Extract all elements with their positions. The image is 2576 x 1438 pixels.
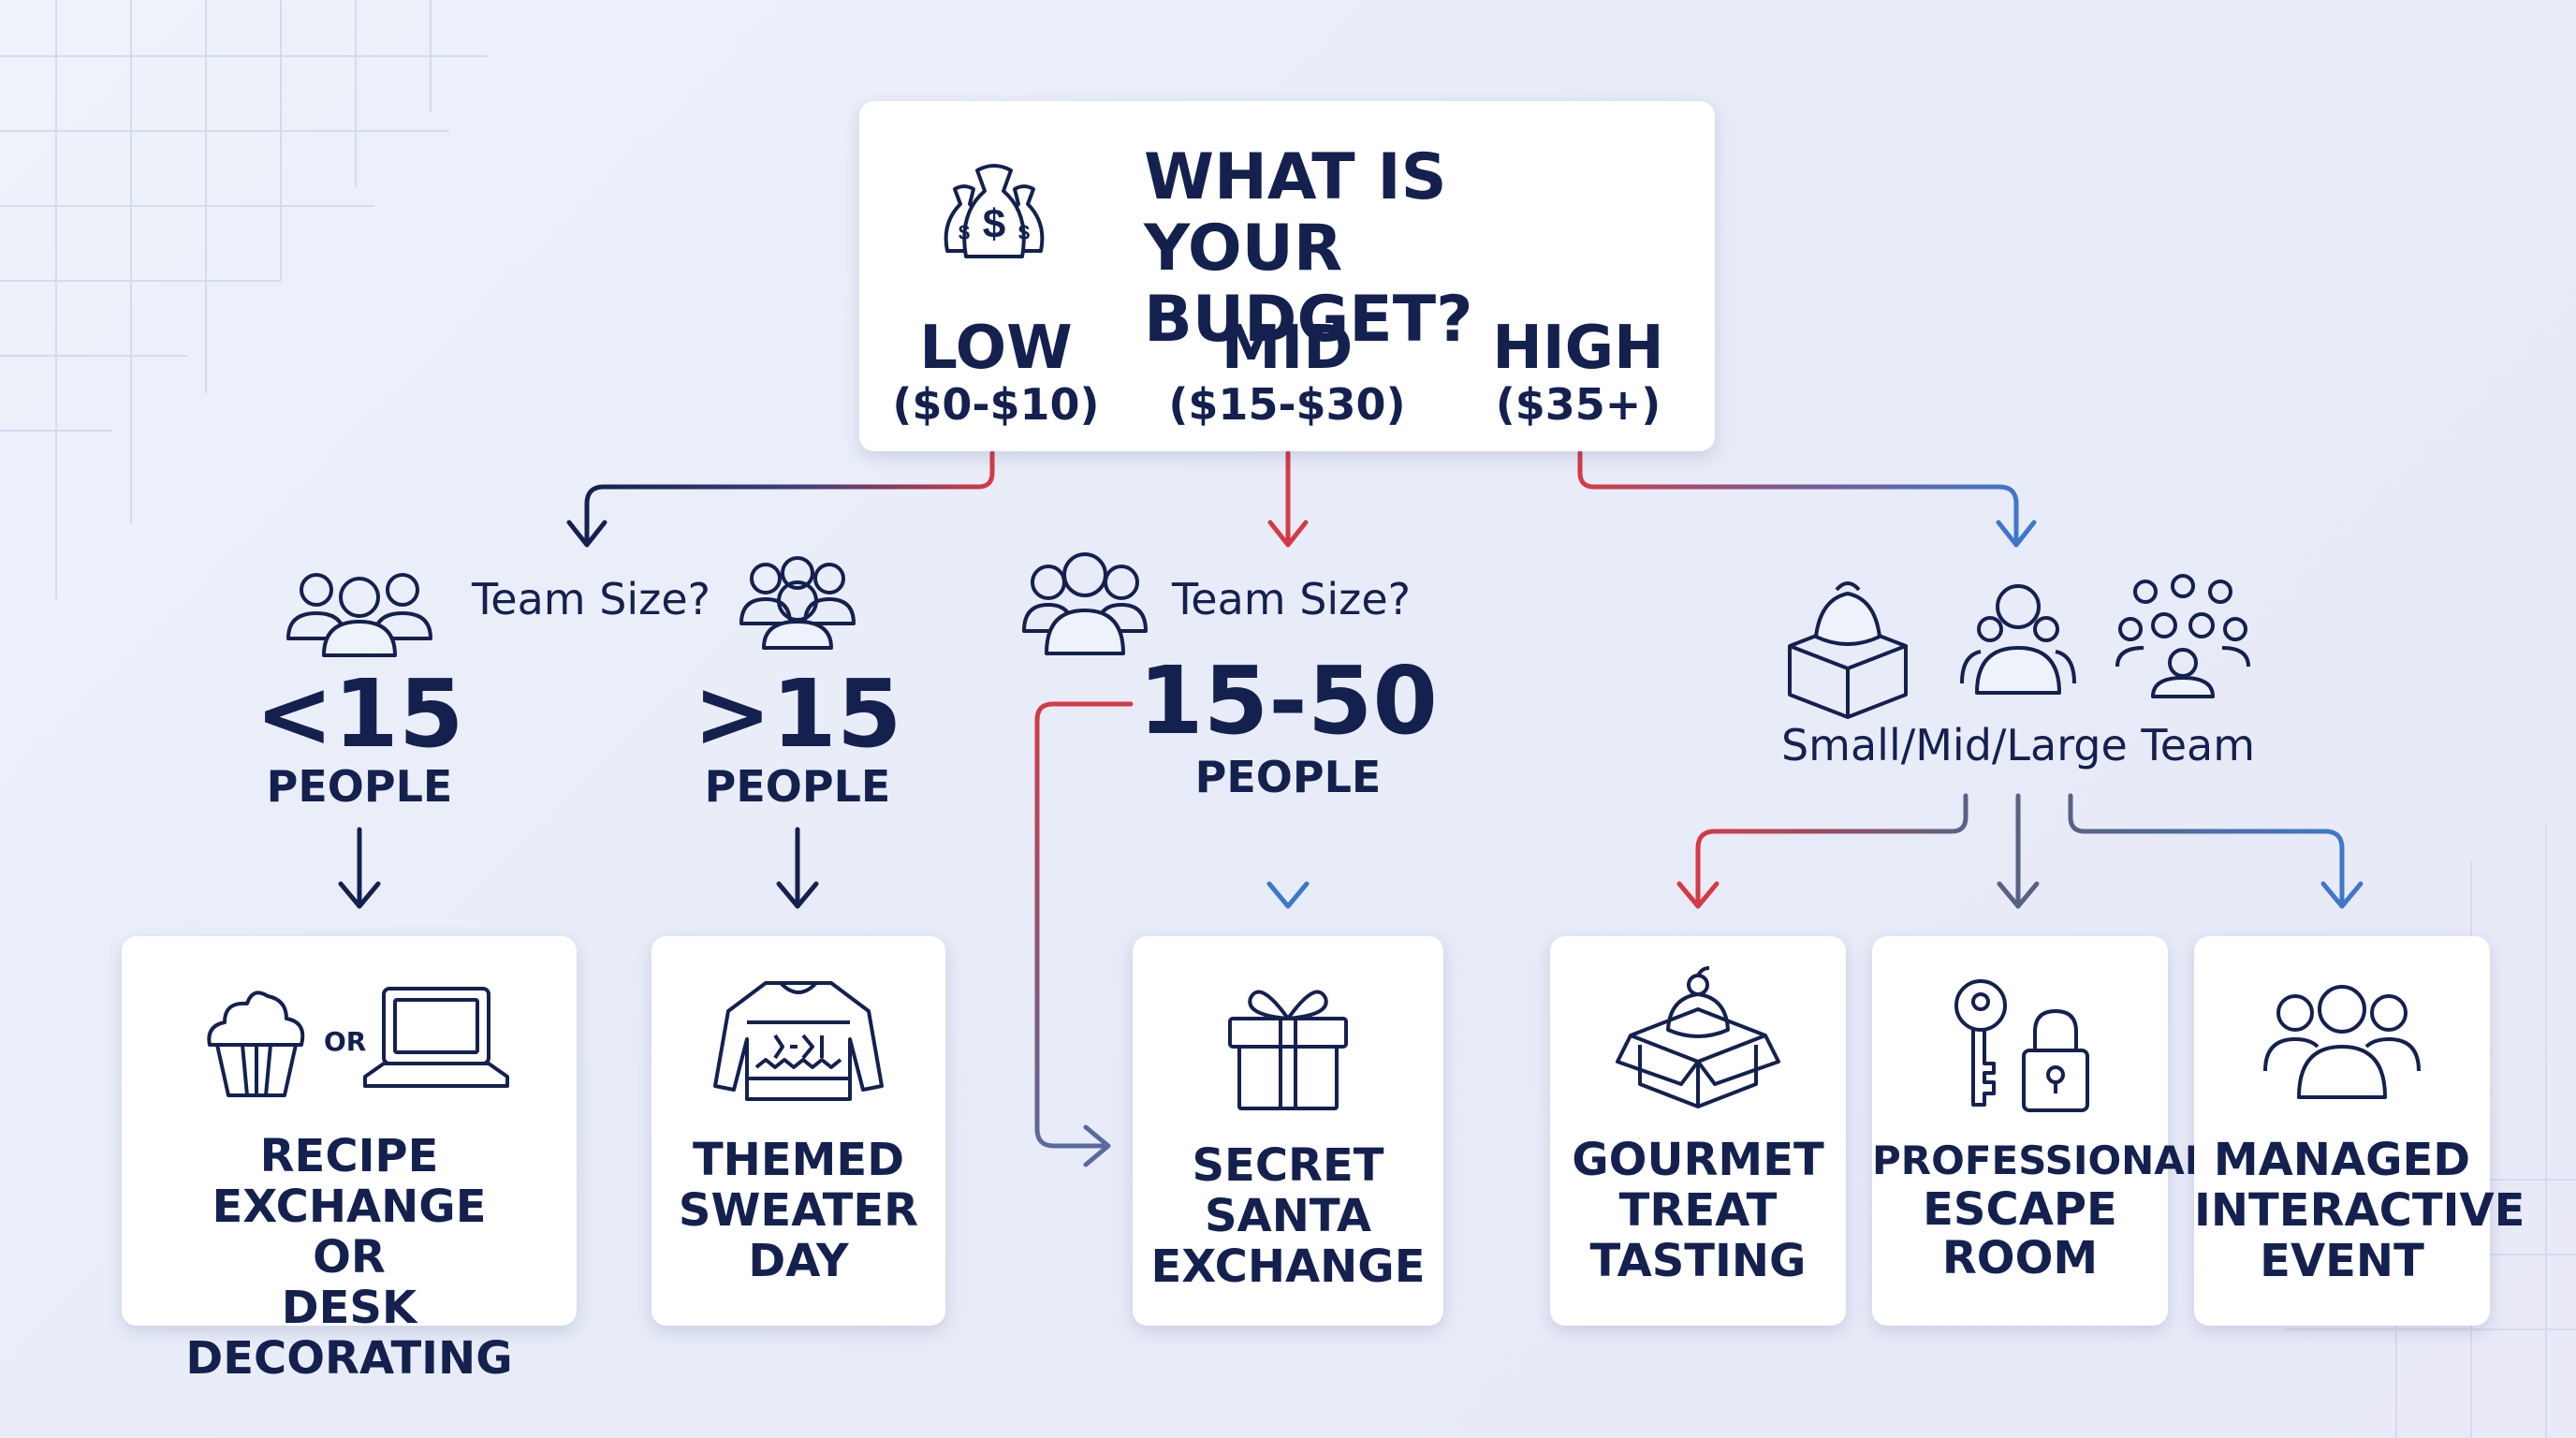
tier-low-name: LOW [919,314,1073,383]
arrow-escape [1997,793,2040,909]
outcome-line: MANAGED [2213,1134,2471,1186]
outcome-card-escape-room: PROFESSIONAL ESCAPE ROOM [1872,936,2210,1326]
tier-high-range: ($35+) [1495,379,1661,430]
outcome-line: THEMED [692,1134,905,1186]
team-icon [2263,985,2421,1099]
arrow-low-branch [566,450,995,548]
team-size-value: <15 [255,659,464,769]
outcome-card-secret-santa: SECRET SANTA EXCHANGE [1133,936,1443,1326]
team-size-question: Team Size? [472,574,711,624]
svg-text:$: $ [1018,221,1030,244]
people-group-icon [1022,552,1148,655]
gift-icon [1228,990,1348,1110]
treat-box-icon [1616,966,1780,1108]
outcome-line: PROFESSIONAL [1872,1137,2210,1183]
outcome-title: THEMED SWEATER DAY [651,1135,945,1286]
team-size-unit: PEOPLE [266,761,453,812]
people-team-icon [1960,584,2076,695]
tier-low-range: ($0-$10) [892,379,1100,430]
outcome-line: SECRET [1192,1139,1384,1192]
svg-text:$: $ [959,221,970,244]
outcome-line: OR [313,1231,386,1284]
outcome-title: GOURMET TREAT TASTING [1550,1135,1846,1286]
outcome-card-recipe-exchange: OR RECIPE EXCHANGE OR DESK DECORATING [122,936,577,1384]
outcome-card-gourmet-tasting: GOURMET TREAT TASTING [1550,936,1846,1326]
money-bags-icon: $ $ $ [944,164,1045,258]
outcome-line: ESCAPE [1923,1183,2117,1236]
outcome-title: RECIPE EXCHANGE OR DESK DECORATING [122,1131,577,1384]
arrow-high-branch [1577,450,2037,548]
arrow-small-team [338,827,381,909]
tier-mid-range: ($15-$30) [1168,379,1406,430]
outcome-line: SWEATER [678,1184,919,1237]
sweater-icon [713,981,884,1101]
team-size-unit: PEOPLE [1194,752,1382,802]
arrow-managed [2068,793,2364,909]
arrow-gourmet [1676,793,1969,909]
arrow-mid-branch [1267,450,1309,548]
budget-question: WHAT IS YOUR BUDGET? [1144,140,1473,357]
cupcake-icon [207,990,305,1097]
arrow-mid-team [1266,821,1310,909]
outcome-line: TREAT [1618,1184,1778,1237]
budget-question-card: $ $ $ WHAT IS YOUR BUDGET? LOW ($0-$10) … [859,101,1715,451]
laptop-icon [363,987,509,1088]
outcome-line: SANTA [1204,1190,1372,1242]
outcome-line: ROOM [1941,1232,2099,1284]
team-size-value: 15-50 [1138,646,1438,756]
arrow-mid-loop [1034,701,1134,1167]
team-size-value: >15 [693,659,902,769]
outcome-line: EXCHANGE [1150,1240,1426,1293]
outcome-card-managed-event: MANAGED INTERACTIVE EVENT [2194,936,2525,1326]
team-size-question: Team Size? [1172,574,1412,624]
people-crowd-icon [2115,574,2250,698]
outcome-line: EVENT [2260,1235,2424,1287]
tier-mid-name: MID [1221,314,1354,383]
or-label: OR [324,1026,367,1057]
outcome-line: RECIPE EXCHANGE [212,1130,487,1233]
outcome-line: TASTING [1589,1235,1807,1287]
outcome-title: SECRET SANTA EXCHANGE [1133,1140,1443,1292]
people-group-icon [739,556,856,650]
outcome-line: DESK DECORATING [185,1282,513,1385]
outcome-title: MANAGED INTERACTIVE EVENT [2194,1134,2525,1287]
arrow-large-team [776,827,819,909]
outcome-card-themed-sweater: THEMED SWEATER DAY [651,936,945,1326]
people-group-icon [286,573,432,657]
outcome-line: DAY [748,1235,849,1287]
svg-text:$: $ [983,201,1005,247]
key-lock-icon [1954,979,2089,1112]
outcome-line: INTERACTIVE [2194,1184,2525,1237]
outcome-title: PROFESSIONAL ESCAPE ROOM [1872,1137,2210,1284]
team-size-label: Small/Mid/Large Team [1780,720,2256,770]
team-size-unit: PEOPLE [704,761,891,812]
decorative-grid [0,0,487,599]
tier-high-name: HIGH [1492,314,1664,383]
treat-box-icon [1788,581,1908,719]
outcome-line: GOURMET [1572,1134,1824,1186]
